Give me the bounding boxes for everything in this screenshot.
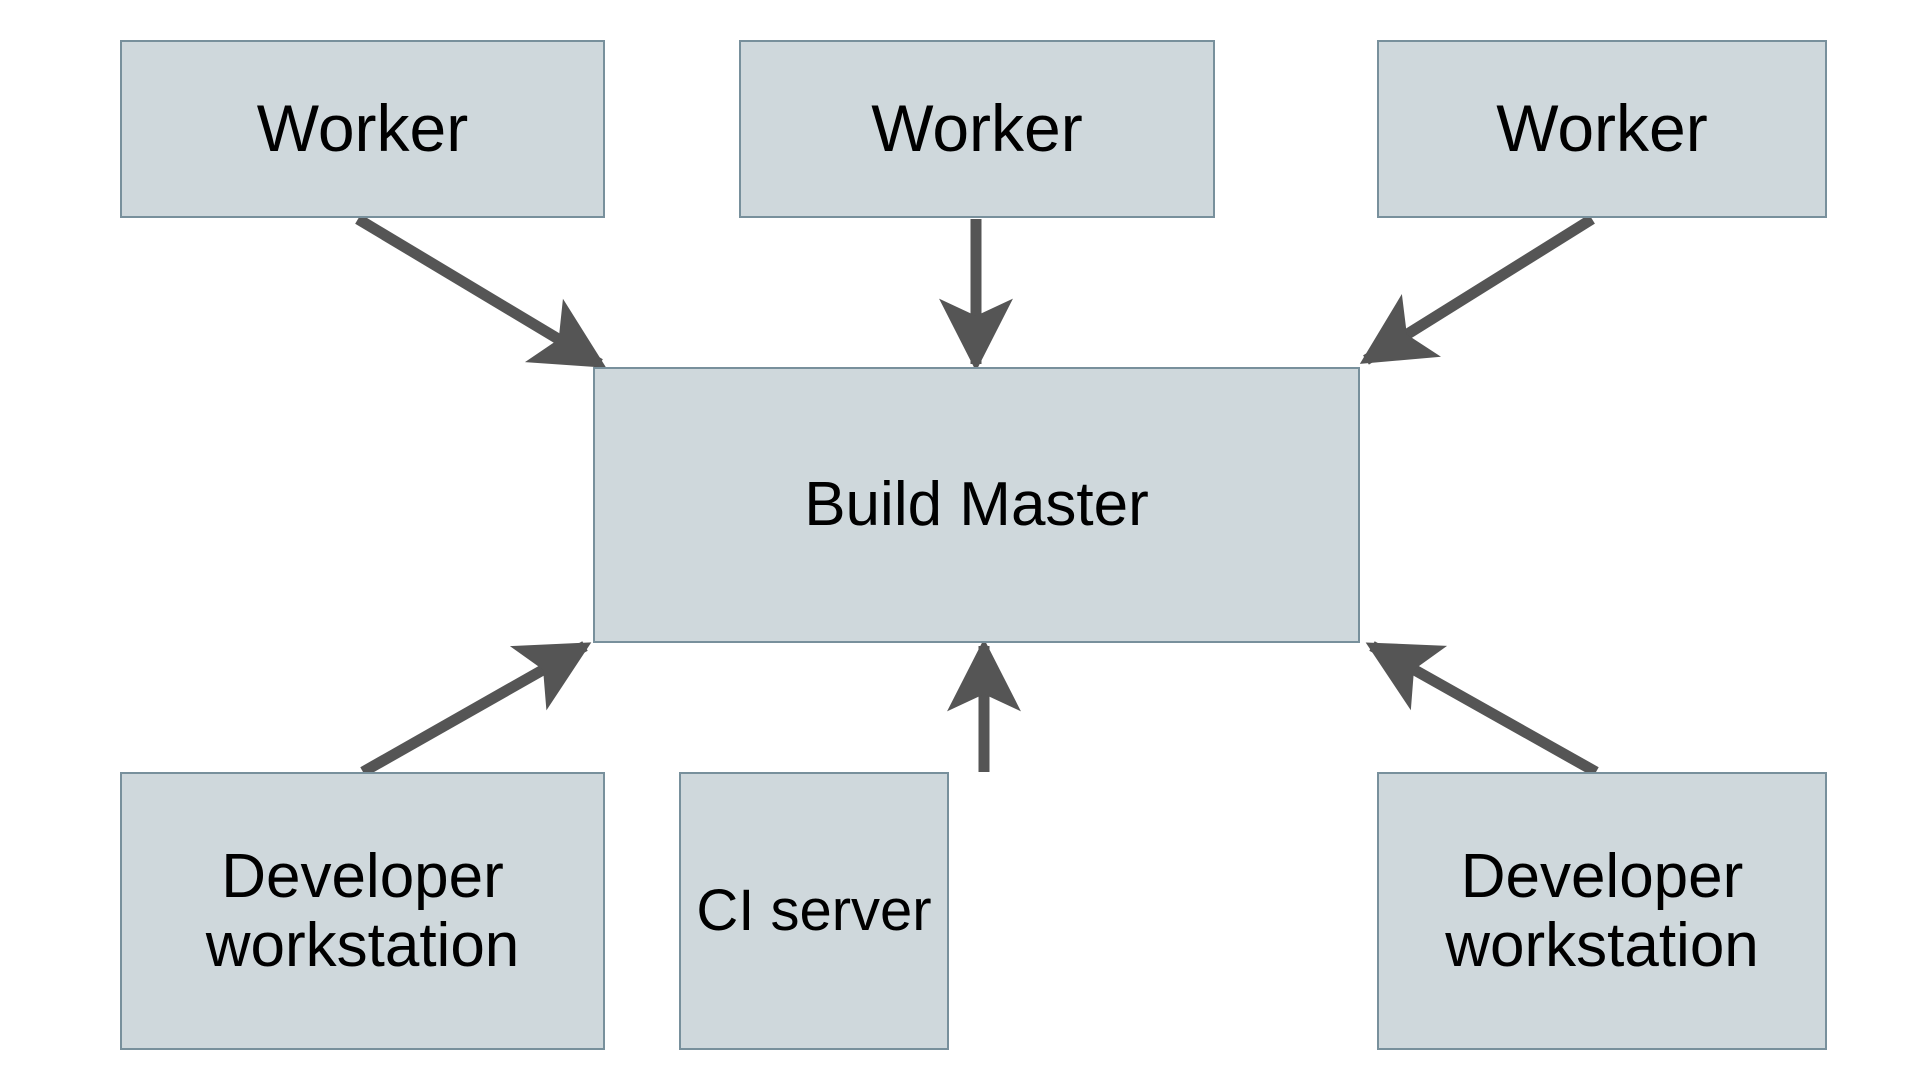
node-label: Build Master xyxy=(804,470,1149,540)
node-worker-top-center[interactable]: Worker xyxy=(739,40,1215,218)
edge-worker-right-to-master xyxy=(1359,214,1595,365)
node-ci-server[interactable]: CI server xyxy=(679,772,949,1050)
node-developer-workstation-right[interactable]: Developer workstation xyxy=(1377,772,1827,1050)
node-developer-workstation-left[interactable]: Developer workstation xyxy=(120,772,605,1050)
node-label: Developer workstation xyxy=(205,841,520,980)
node-label: Worker xyxy=(1496,91,1708,166)
edge-dev-left-to-master xyxy=(360,641,592,777)
node-label: Worker xyxy=(256,91,469,166)
edge-dev-right-to-master xyxy=(1365,641,1599,777)
node-worker-top-left[interactable]: Worker xyxy=(120,40,605,218)
node-label: CI server xyxy=(696,877,932,943)
node-worker-top-right[interactable]: Worker xyxy=(1377,40,1827,218)
node-label: Worker xyxy=(871,91,1083,166)
edge-worker-left-to-master xyxy=(355,214,607,369)
node-build-master[interactable]: Build Master xyxy=(593,367,1360,643)
node-label: Developer workstation xyxy=(1445,841,1759,980)
